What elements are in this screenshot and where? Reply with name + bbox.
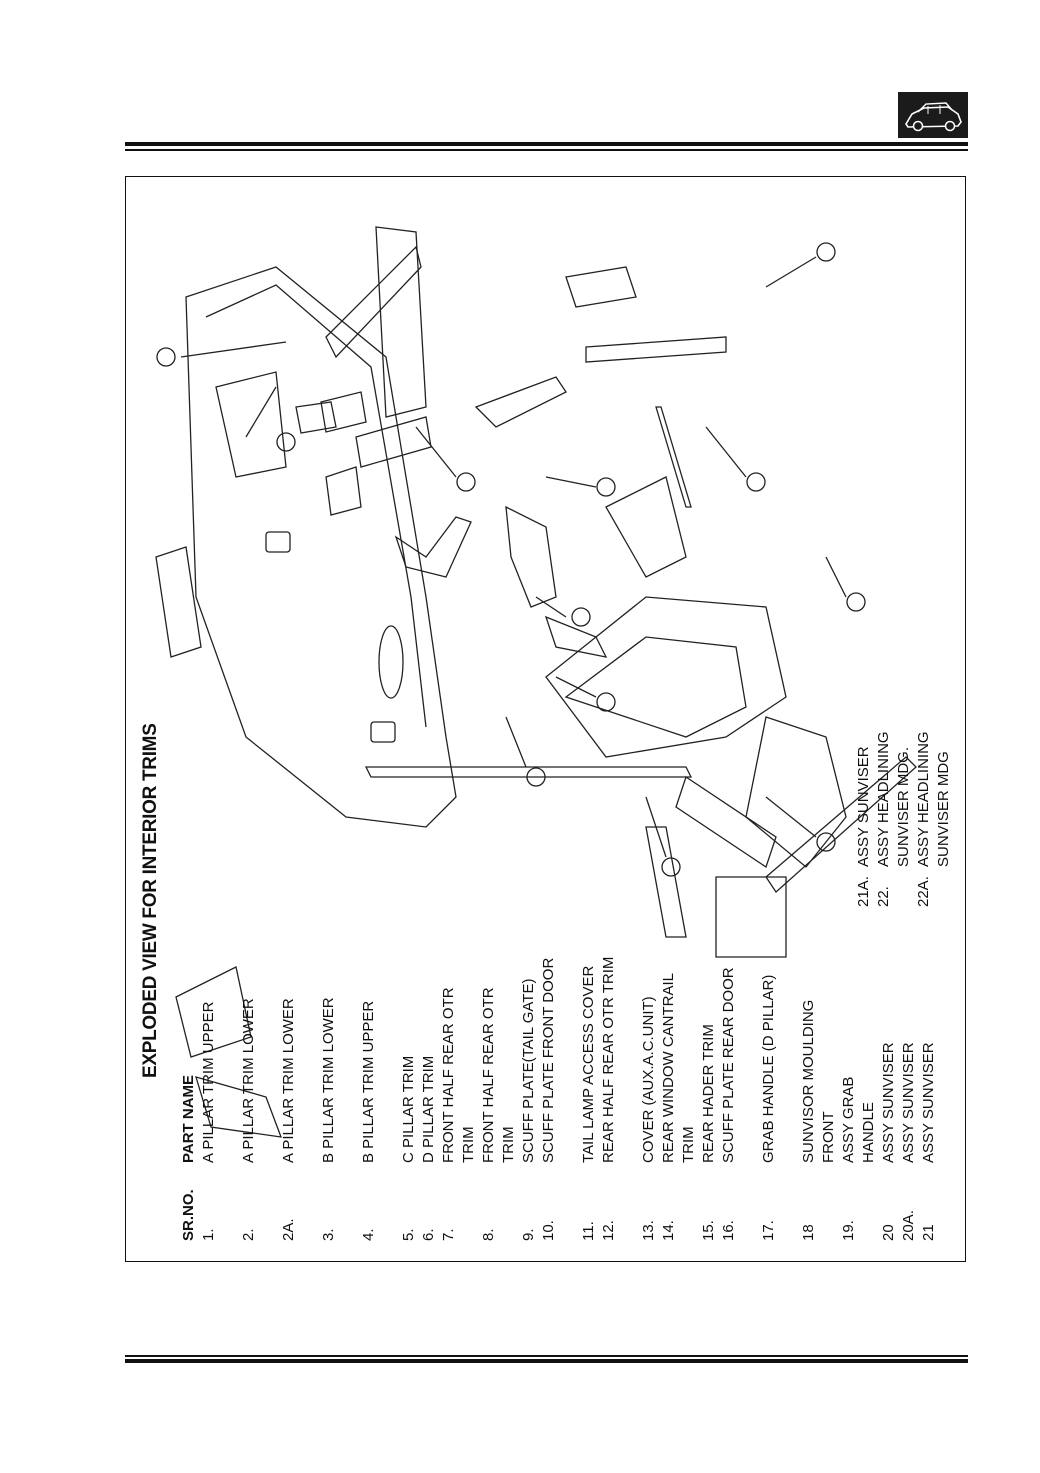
- list-item-sr: 10.: [540, 1220, 557, 1241]
- diagram-frame: EXPLODED VIEW FOR INTERIOR TRIMS SR.NO. …: [125, 176, 966, 1262]
- list-item-name: COVER (AUX.A.C.UNIT): [640, 996, 657, 1163]
- list-item-name: SUNVISER MDG.: [895, 746, 912, 867]
- list-item-name: ASSY SUNVISER: [855, 746, 872, 867]
- list-item-name: C PILLAR TRIM: [400, 1055, 417, 1163]
- list-item-sr: 17.: [760, 1220, 777, 1241]
- sr-no-header: SR.NO.: [180, 1189, 197, 1241]
- part-name-column-2: ASSY SUNVISER ASSY HEADLINING SUNVISER M…: [854, 731, 954, 867]
- bottom-rule-thin: [125, 1355, 968, 1357]
- list-item-sr: 3.: [320, 1228, 337, 1241]
- part-name-column: PART NAME A PILLAR TRIM UPPER A PILLAR T…: [179, 957, 939, 1163]
- list-item-name: ASSY SUNVISER: [880, 1042, 897, 1163]
- top-rule-thin: [125, 149, 968, 151]
- list-item-name: A PILLAR TRIM LOWER: [280, 998, 297, 1163]
- list-item-sr: 12.: [600, 1220, 617, 1241]
- list-item-sr: 5.: [400, 1228, 417, 1241]
- list-item-name: D PILLAR TRIM: [420, 1055, 437, 1163]
- list-item-name-cont: TRIM: [680, 1126, 697, 1163]
- list-item-name: FRONT HALF REAR OTR: [480, 987, 497, 1163]
- bottom-rule-thick: [125, 1359, 968, 1363]
- list-item-name: B PILLAR TRIM LOWER: [320, 997, 337, 1163]
- list-item-name: A PILLAR TRIM UPPER: [200, 1001, 217, 1163]
- list-item-name-cont: HANDLE: [860, 1102, 877, 1163]
- list-item-sr: 6.: [420, 1228, 437, 1241]
- list-item-name: REAR WINDOW CANTRAIL: [660, 972, 677, 1163]
- list-item-name-cont: FRONT: [820, 1111, 837, 1163]
- list-item-sr: 19.: [840, 1220, 857, 1241]
- list-item-name: ASSY HEADLINING: [915, 731, 932, 867]
- car-logo: [898, 92, 968, 138]
- list-item-sr: 14.: [660, 1220, 677, 1241]
- page-title: EXPLODED VIEW FOR INTERIOR TRIMS: [140, 723, 161, 1078]
- list-item-name: GRAB HANDLE (D PILLAR): [760, 974, 777, 1163]
- list-item-name: A PILLAR TRIM LOWER: [240, 998, 257, 1163]
- list-item-sr: 1.: [200, 1228, 217, 1241]
- list-item-name: ASSY SUNVISER: [920, 1042, 937, 1163]
- rotated-sheet: EXPLODED VIEW FOR INTERIOR TRIMS SR.NO. …: [126, 177, 967, 1263]
- list-item-name: SCUFF PLATE(TAIL GATE): [520, 978, 537, 1163]
- list-item-sr: 20: [880, 1224, 897, 1241]
- list-item-sr: 7.: [440, 1228, 457, 1241]
- exploded-diagram: [155, 226, 917, 1138]
- list-item-name: REAR HALF REAR OTR TRIM: [600, 956, 617, 1163]
- list-item-sr: 4.: [360, 1228, 377, 1241]
- list-item-sr: 18: [800, 1224, 817, 1241]
- list-item-name: SCUFF PLATE FRONT DOOR: [540, 957, 557, 1163]
- top-rule-thick: [125, 142, 968, 146]
- list-item-sr: 15.: [700, 1220, 717, 1241]
- list-item-sr: 2A.: [280, 1218, 297, 1241]
- list-item-name: ASSY SUNVISER: [900, 1042, 917, 1163]
- list-item-name: B PILLAR TRIM UPPER: [360, 1000, 377, 1163]
- list-item-sr: 13.: [640, 1220, 657, 1241]
- list-item-name: ASSY GRAB: [840, 1076, 857, 1163]
- list-item-name: REAR HADER TRIM: [700, 1024, 717, 1163]
- list-item-sr: 8.: [480, 1228, 497, 1241]
- list-item-sr: 21: [920, 1224, 937, 1241]
- list-item-name: SCUFF PLATE REAR DOOR: [720, 967, 737, 1163]
- list-item-name: FRONT HALF REAR OTR: [440, 987, 457, 1163]
- list-item-sr: 11.: [580, 1221, 597, 1241]
- list-item-name: SUNVISER MDG: [935, 751, 952, 867]
- list-item-name: ASSY HEADLINING: [875, 731, 892, 867]
- list-item-sr: 2.: [240, 1228, 257, 1241]
- list-item-sr: 20A.: [900, 1210, 917, 1241]
- list-item-sr: 16.: [720, 1220, 737, 1241]
- list-item-name: TAIL LAMP ACCESS COVER: [580, 965, 597, 1163]
- list-item-name-cont: TRIM: [460, 1126, 477, 1163]
- sr-no-column: SR.NO. 1. 2. 2A. 3. 4. 5. 6. 7. 8. 9. 10…: [179, 1171, 939, 1241]
- list-item-name: SUNVISOR MOULDING: [800, 999, 817, 1163]
- list-item-sr: 9.: [520, 1228, 537, 1241]
- part-name-header: PART NAME: [180, 1074, 197, 1163]
- list-item-name-cont: TRIM: [500, 1126, 517, 1163]
